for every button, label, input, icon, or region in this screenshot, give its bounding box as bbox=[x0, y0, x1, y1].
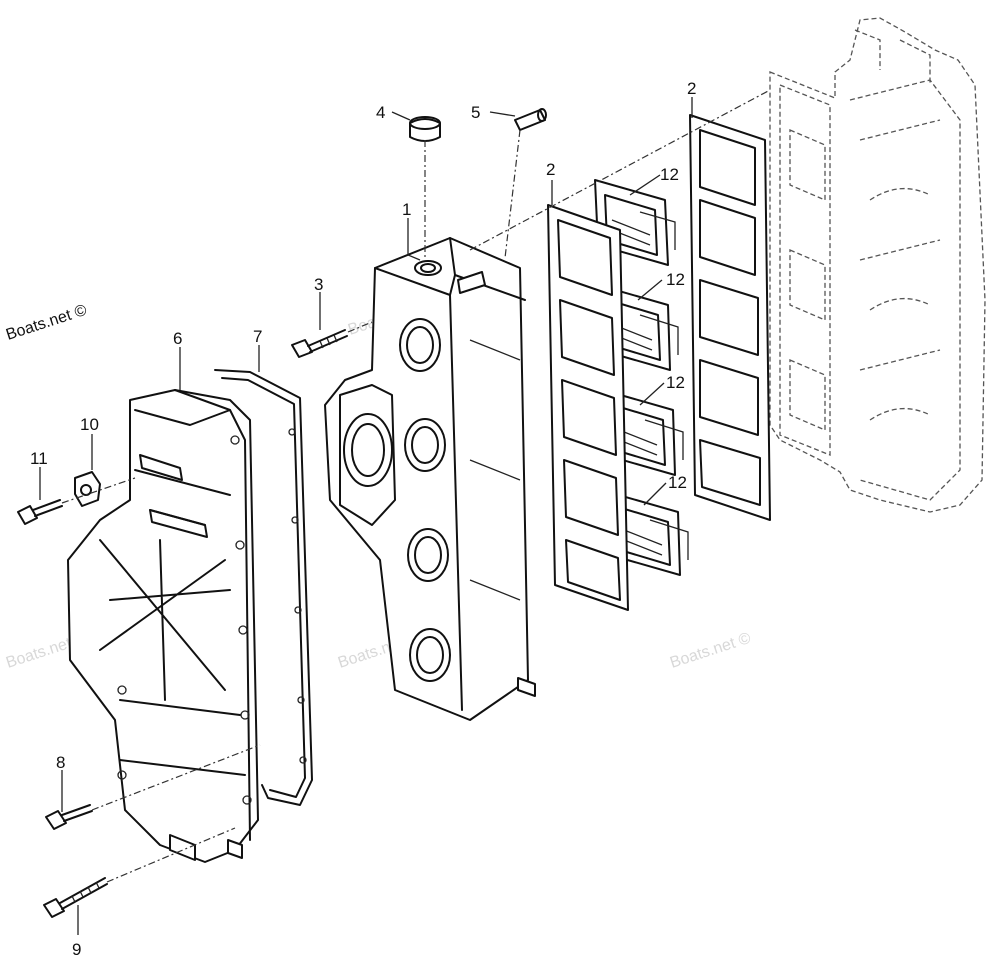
callout-10: 10 bbox=[80, 415, 99, 434]
callout-12-1: 12 bbox=[660, 165, 679, 184]
dowel-pin-5 bbox=[514, 108, 547, 131]
engine-block-ghost bbox=[769, 17, 986, 513]
alignment-lines bbox=[61, 89, 771, 883]
gasket-2-right bbox=[689, 114, 771, 521]
callout-labels: 1 2 2 3 4 5 6 7 8 9 10 11 12 12 12 12 bbox=[30, 79, 696, 959]
bolt-9 bbox=[43, 877, 108, 918]
callout-1: 1 bbox=[402, 200, 411, 219]
callout-8: 8 bbox=[56, 753, 65, 772]
callout-12-4: 12 bbox=[668, 473, 687, 492]
callout-7: 7 bbox=[253, 327, 262, 346]
callout-3: 3 bbox=[314, 275, 323, 294]
bolt-8 bbox=[45, 804, 93, 830]
callout-6: 6 bbox=[173, 329, 182, 348]
callout-2-right: 2 bbox=[687, 79, 696, 98]
gasket-2-left bbox=[547, 204, 629, 611]
intake-manifold-1 bbox=[324, 237, 536, 721]
intake-cover-6 bbox=[67, 389, 259, 863]
bolt-3 bbox=[291, 329, 348, 358]
callout-11: 11 bbox=[30, 449, 48, 468]
watermark-main: Boats.net © bbox=[4, 302, 89, 344]
bolt-11 bbox=[17, 499, 63, 525]
leader-lines bbox=[39, 97, 693, 935]
callout-5: 5 bbox=[471, 103, 480, 122]
bracket-10 bbox=[74, 471, 101, 507]
callout-9: 9 bbox=[72, 940, 81, 959]
plug-4 bbox=[409, 116, 441, 142]
callout-12-2: 12 bbox=[666, 270, 685, 289]
callout-4: 4 bbox=[376, 103, 385, 122]
gasket-7 bbox=[214, 369, 313, 806]
callout-12-3: 12 bbox=[666, 373, 685, 392]
callout-2-left: 2 bbox=[546, 160, 555, 179]
watermark-right: Boats.net © bbox=[668, 630, 753, 672]
